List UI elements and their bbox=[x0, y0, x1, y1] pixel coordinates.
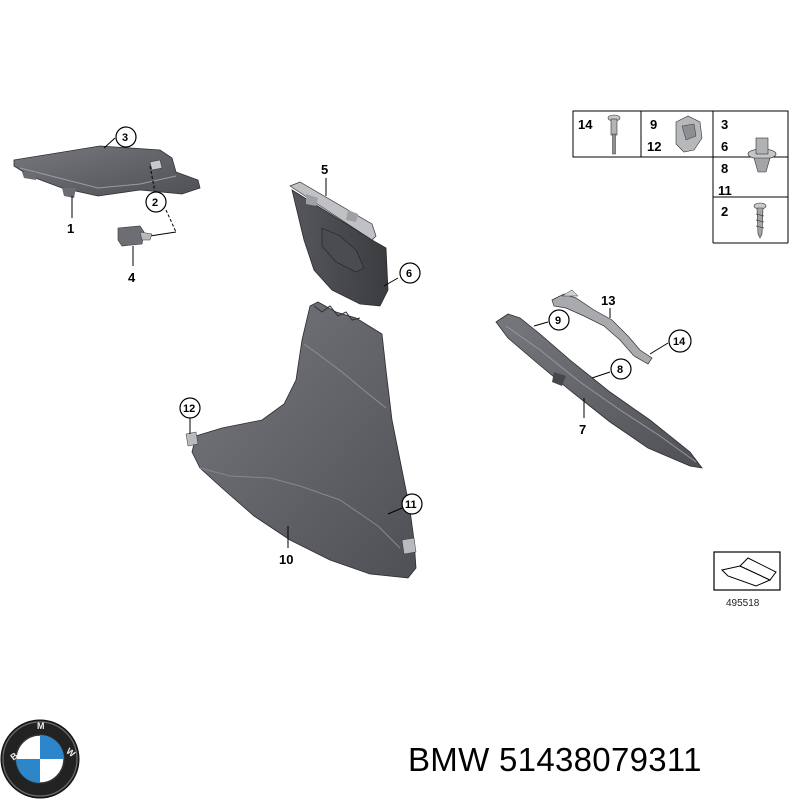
part-label-11: 11 bbox=[405, 499, 417, 511]
svg-text:M: M bbox=[37, 721, 45, 731]
table-cell-9: 9 bbox=[650, 117, 657, 132]
table-cell-12: 12 bbox=[647, 139, 661, 154]
part-label-5: 5 bbox=[321, 162, 328, 177]
part-label-9: 9 bbox=[555, 315, 561, 327]
part-5-cover bbox=[289, 181, 389, 307]
table-cell-3: 3 bbox=[721, 117, 728, 132]
table-cell-8: 8 bbox=[721, 161, 728, 176]
part-label-6: 6 bbox=[406, 268, 412, 280]
part-label-3: 3 bbox=[122, 132, 128, 144]
part-label-10: 10 bbox=[279, 552, 293, 567]
brand-name: BMW bbox=[408, 741, 490, 778]
part-number: 51438079311 bbox=[499, 741, 702, 778]
part-13-bracket bbox=[551, 289, 653, 365]
part-label-2: 2 bbox=[152, 197, 158, 209]
leader-2a bbox=[149, 165, 156, 193]
callout-12 bbox=[179, 397, 201, 419]
callout-8 bbox=[610, 358, 632, 380]
leader-2c bbox=[149, 231, 177, 237]
table-cell-14: 14 bbox=[578, 117, 593, 132]
part-label-13: 13 bbox=[601, 293, 615, 308]
bmw-logo-lettering: B bbox=[9, 750, 21, 762]
leader-8 bbox=[591, 371, 611, 379]
callout-2 bbox=[145, 191, 167, 213]
table-cell-2: 2 bbox=[721, 204, 728, 219]
table-cell-6: 6 bbox=[721, 139, 728, 154]
callout-6 bbox=[399, 262, 421, 284]
part-1-trim bbox=[13, 145, 201, 198]
leader-9 bbox=[533, 321, 549, 327]
leader-11 bbox=[387, 507, 403, 515]
leader-14 bbox=[649, 342, 669, 355]
clip-icon bbox=[675, 115, 703, 153]
part-7-trim bbox=[495, 313, 703, 469]
part-label-12: 12 bbox=[183, 403, 195, 415]
part-4-clip bbox=[117, 225, 153, 247]
part-label-1: 1 bbox=[67, 221, 74, 236]
leader-6 bbox=[383, 277, 399, 287]
bmw-logo: B M W bbox=[0, 719, 80, 799]
table-cell-11: 11 bbox=[718, 183, 732, 198]
part-label-8: 8 bbox=[617, 364, 623, 376]
leader-3 bbox=[103, 137, 116, 149]
callout-11 bbox=[401, 493, 423, 515]
part-label-14: 14 bbox=[673, 336, 686, 348]
diagram-reference-number: 495518 bbox=[726, 598, 760, 609]
callout-9 bbox=[548, 309, 570, 331]
leader-2b bbox=[165, 209, 177, 233]
diagram-reference-box bbox=[713, 551, 781, 591]
push-clip-icon bbox=[747, 137, 777, 173]
rivet-icon bbox=[607, 114, 621, 155]
part-label-4: 4 bbox=[128, 270, 136, 285]
part-10-trim bbox=[185, 301, 417, 579]
brand-part-number-caption: BMW 51438079311 bbox=[408, 741, 702, 779]
fastener-table: 14 9 12 3 6 8 11 2 bbox=[572, 110, 789, 244]
screw-icon bbox=[753, 202, 767, 239]
callout-14 bbox=[668, 329, 692, 353]
callout-3 bbox=[115, 126, 137, 148]
part-label-7: 7 bbox=[579, 422, 586, 437]
